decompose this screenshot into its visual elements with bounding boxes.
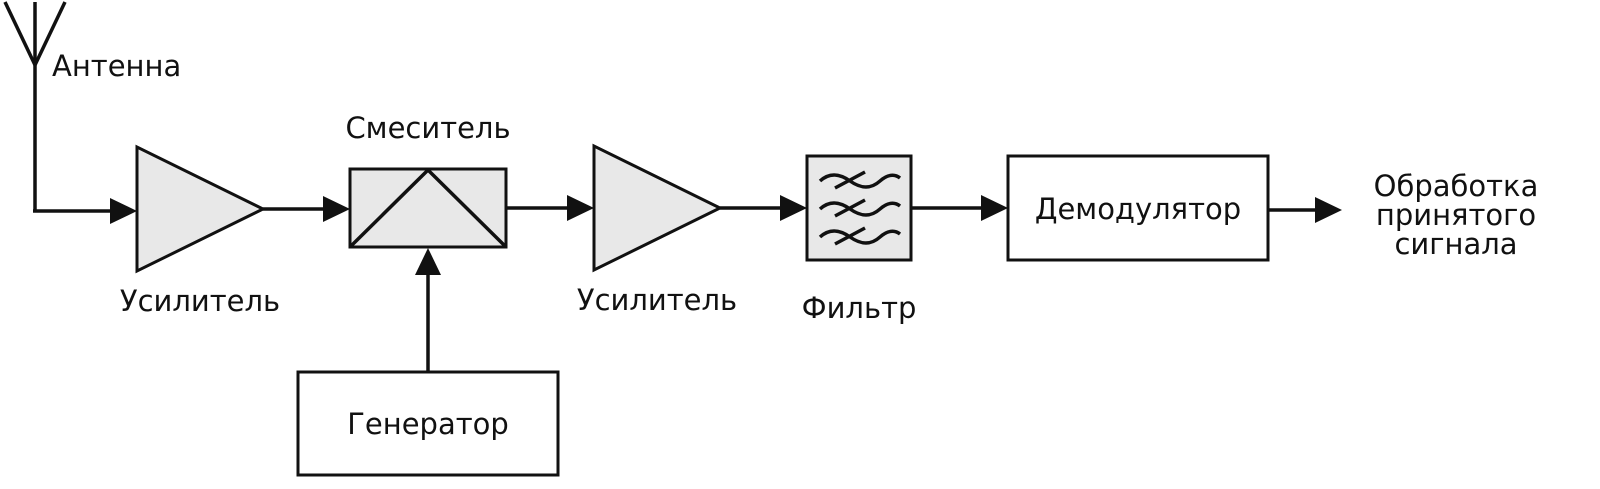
mixer-to-amp2-arrow [506,195,594,221]
demodulator-to-output-arrow [1268,197,1342,223]
output-label: Обработка принятого сигнала [1374,169,1539,261]
mixer-block [348,167,508,249]
output-label-line-3: сигнала [1394,227,1517,261]
generator-to-mixer-arrow [415,248,441,372]
antenna-feed-connector [33,65,137,224]
filter-block [805,154,913,262]
antenna-label: Антенна [52,49,181,83]
amplifier-2-label: Усилитель [577,283,737,317]
amp1-to-mixer-arrow [263,196,350,222]
filter-label: Фильтр [802,291,917,325]
amplifier-2-triangle [592,143,724,273]
amp2-to-filter-arrow [720,195,807,221]
filter-wave-icon [818,170,902,246]
output-label-line-1: Обработка [1374,169,1539,203]
demodulator-label: Демодулятор [1035,192,1241,226]
generator-label: Генератор [347,407,509,441]
amplifier-1-triangle [135,144,267,274]
filter-to-demodulator-arrow [911,195,1008,221]
output-label-line-2: принятого [1376,198,1536,232]
antenna-icon [3,1,67,66]
demodulator-block [1006,154,1270,262]
generator-block [296,370,560,477]
mixer-label: Смеситель [345,111,510,145]
amplifier-1-label: Усилитель [120,284,280,318]
